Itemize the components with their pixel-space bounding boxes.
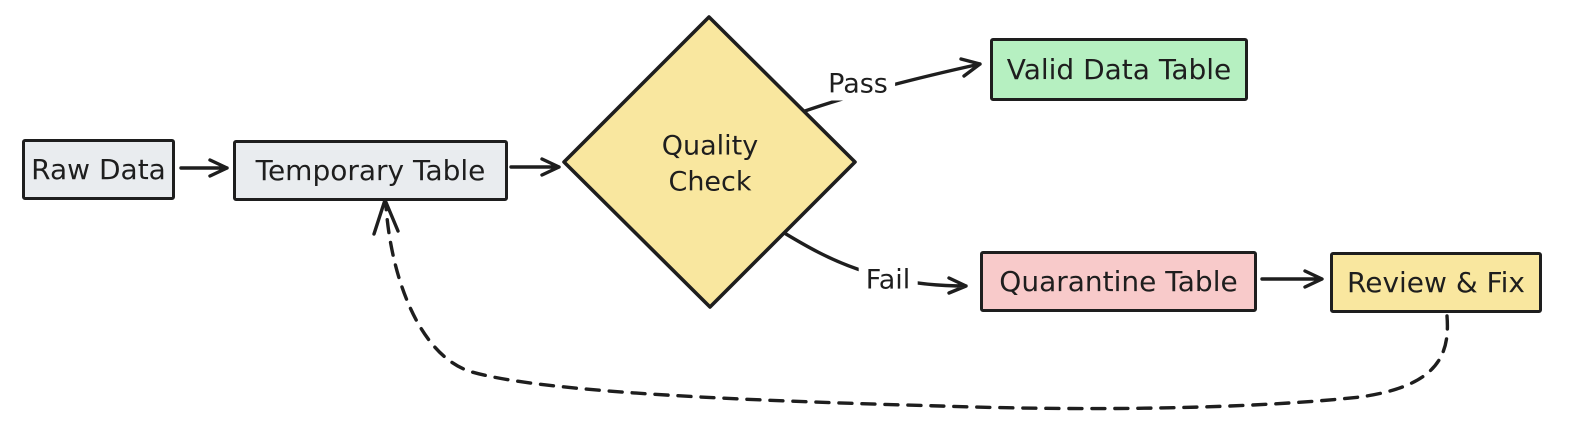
quality-check-diamond — [562, 15, 857, 309]
node-temporary-table: Temporary Table — [233, 140, 508, 201]
edge-label-pass: Pass — [821, 67, 895, 101]
arrow-raw-to-temporary — [179, 158, 229, 178]
node-quality-check-label: Quality Check — [661, 130, 759, 198]
edge-label-fail: Fail — [858, 263, 918, 297]
node-valid-data-table: Valid Data Table — [990, 38, 1248, 101]
node-quarantine-table-label: Quarantine Table — [999, 264, 1238, 298]
arrow-fail-to-quarantine — [784, 232, 968, 295]
node-raw-data: Raw Data — [22, 139, 175, 200]
node-raw-data-label: Raw Data — [31, 152, 166, 186]
node-valid-data-table-label: Valid Data Table — [1006, 52, 1232, 86]
arrow-quarantine-to-review — [1260, 269, 1324, 289]
arrow-temporary-to-quality — [509, 157, 561, 177]
arrow-feedback-dashed — [384, 204, 1450, 411]
arrow-feedback-head — [372, 198, 400, 236]
node-temporary-table-label: Temporary Table — [255, 153, 486, 187]
node-quarantine-table: Quarantine Table — [980, 251, 1257, 312]
node-review-fix: Review & Fix — [1330, 252, 1542, 313]
node-review-fix-label: Review & Fix — [1347, 265, 1525, 299]
